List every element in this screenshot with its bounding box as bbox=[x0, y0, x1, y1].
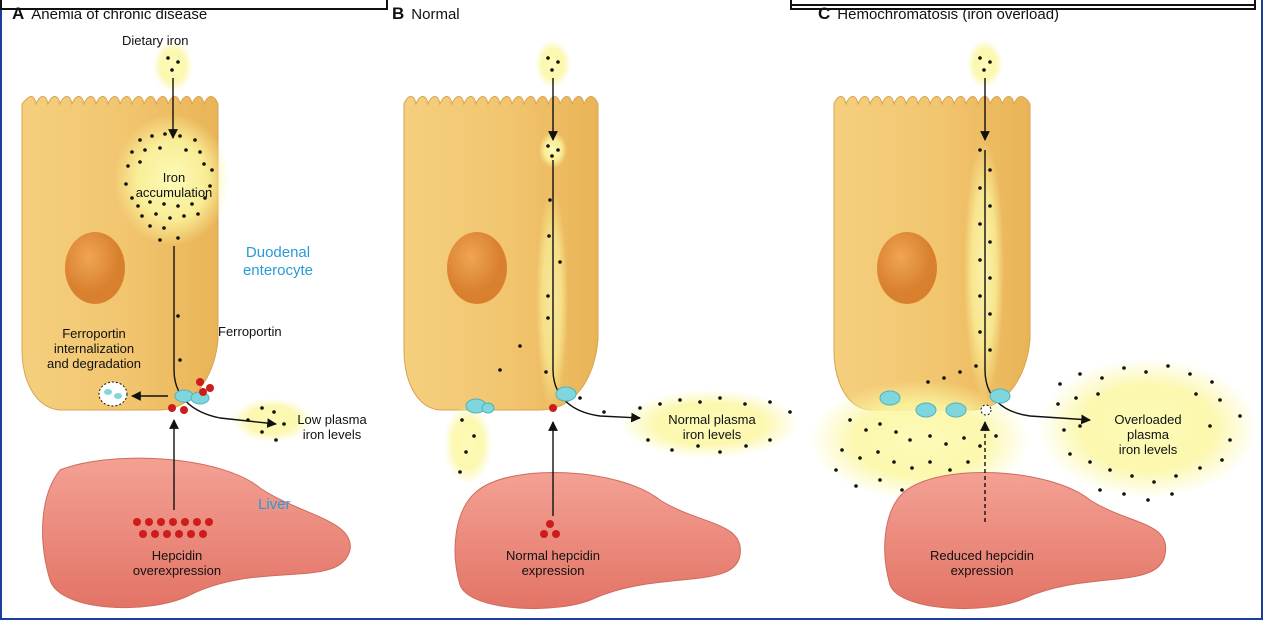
ferroportin-label: Ferroportin bbox=[218, 324, 282, 339]
glow-basal-b bbox=[444, 404, 492, 484]
panel-c bbox=[810, 40, 1258, 609]
liver-b bbox=[455, 472, 740, 608]
nucleus-c bbox=[877, 232, 937, 304]
panel-a bbox=[22, 40, 350, 608]
panel-b bbox=[404, 40, 800, 609]
liver-label: Liver bbox=[258, 496, 291, 514]
reduced-hepcidin-marker-c bbox=[981, 405, 991, 415]
glow-path-c bbox=[964, 140, 1004, 400]
nucleus-a bbox=[65, 232, 125, 304]
liver-a bbox=[43, 458, 351, 607]
dietary-iron-label: Dietary iron bbox=[122, 33, 188, 48]
glow-path-b bbox=[536, 190, 568, 410]
nucleus-b bbox=[447, 232, 507, 304]
hepcidin-bound-b bbox=[549, 404, 557, 412]
degraded-ferroportin-a bbox=[99, 382, 127, 406]
